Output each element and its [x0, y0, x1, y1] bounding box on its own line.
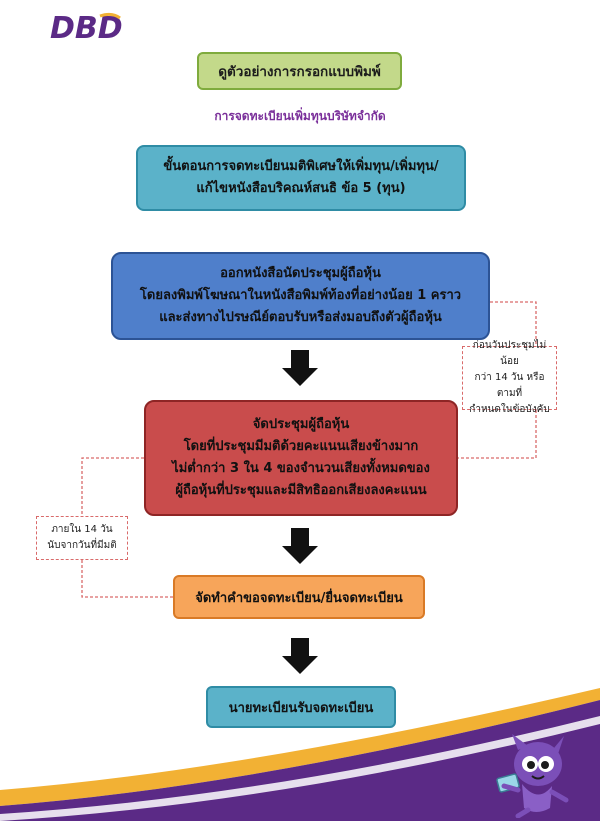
step-hold-shareholder-meeting: จัดประชุมผู้ถือหุ้น โดยที่ประชุมมีมติด้ว…: [144, 400, 458, 516]
step-register-special-resolution: ขั้นตอนการจดทะเบียนมติพิเศษให้เพิ่มทุน/เ…: [136, 145, 466, 211]
step2-line: ออกหนังสือนัดประชุมผู้ถือหุ้น: [220, 266, 381, 281]
note2-connector-lower: [81, 560, 173, 598]
view-form-example-label: ดูตัวอย่างการกรอกแบบพิมพ์: [218, 64, 381, 80]
svg-text:DBD: DBD: [50, 11, 122, 42]
step3-line: ผู้ถือหุ้นที่ประชุมและมีสิทธิออกเสียงลงค…: [175, 483, 427, 498]
note1-line: ก่อนวันประชุมไม่น้อย: [472, 340, 547, 367]
mascot-illustration: [496, 734, 569, 818]
step5-line: นายทะเบียนรับจดทะเบียน: [228, 700, 374, 716]
note2-line: นับจากวันที่มีมติ: [47, 540, 117, 551]
arrow-down-icon: [282, 350, 318, 386]
note2-connector: [81, 457, 144, 516]
step-issue-meeting-notice: ออกหนังสือนัดประชุมผู้ถือหุ้น โดยลงพิมพ์…: [111, 252, 490, 340]
step1-line: แก้ไขหนังสือบริคณห์สนธิ ข้อ 5 (ทุน): [196, 181, 406, 196]
note1-line: กำหนดในข้อบังคับ: [469, 404, 550, 415]
step1-line: ขั้นตอนการจดทะเบียนมติพิเศษให้เพิ่มทุน/เ…: [163, 159, 439, 174]
view-form-example-button[interactable]: ดูตัวอย่างการกรอกแบบพิมพ์: [197, 52, 402, 90]
arrow-down-icon: [282, 638, 318, 674]
note2-line: ภายใน 14 วัน: [51, 524, 113, 535]
note1-line: กว่า 14 วัน หรือตามที่: [474, 372, 545, 399]
note-filing-deadline: ภายใน 14 วัน นับจากวันที่มีมติ: [36, 516, 128, 560]
arrow-down-icon: [282, 528, 318, 564]
note-meeting-deadline: ก่อนวันประชุมไม่น้อย กว่า 14 วัน หรือตาม…: [462, 340, 557, 415]
step-file-registration: จัดทำคำขอจดทะเบียน/ยื่นจดทะเบียน: [173, 575, 425, 619]
step3-line: ไม่ต่ำกว่า 3 ใน 4 ของจำนวนเสียงทั้งหมดขอ…: [172, 461, 430, 476]
dbd-logo: DBD: [50, 11, 122, 42]
step2-line: และส่งทางไปรษณีย์ตอบรับหรือส่งมอบถึงตัวผ…: [159, 310, 442, 325]
page-subtitle: การจดทะเบียนเพิ่มทุนบริษัทจำกัด: [214, 109, 386, 123]
step-registrar-accepts: นายทะเบียนรับจดทะเบียน: [206, 686, 396, 728]
step2-line: โดยลงพิมพ์โฆษณาในหนังสือพิมพ์ท้องที่อย่า…: [139, 288, 462, 303]
step3-line: จัดประชุมผู้ถือหุ้น: [252, 417, 350, 432]
step4-line: จัดทำคำขอจดทะเบียน/ยื่นจดทะเบียน: [195, 590, 403, 606]
step3-line: โดยที่ประชุมมีมติด้วยคะแนนเสียงข้างมาก: [183, 439, 419, 454]
